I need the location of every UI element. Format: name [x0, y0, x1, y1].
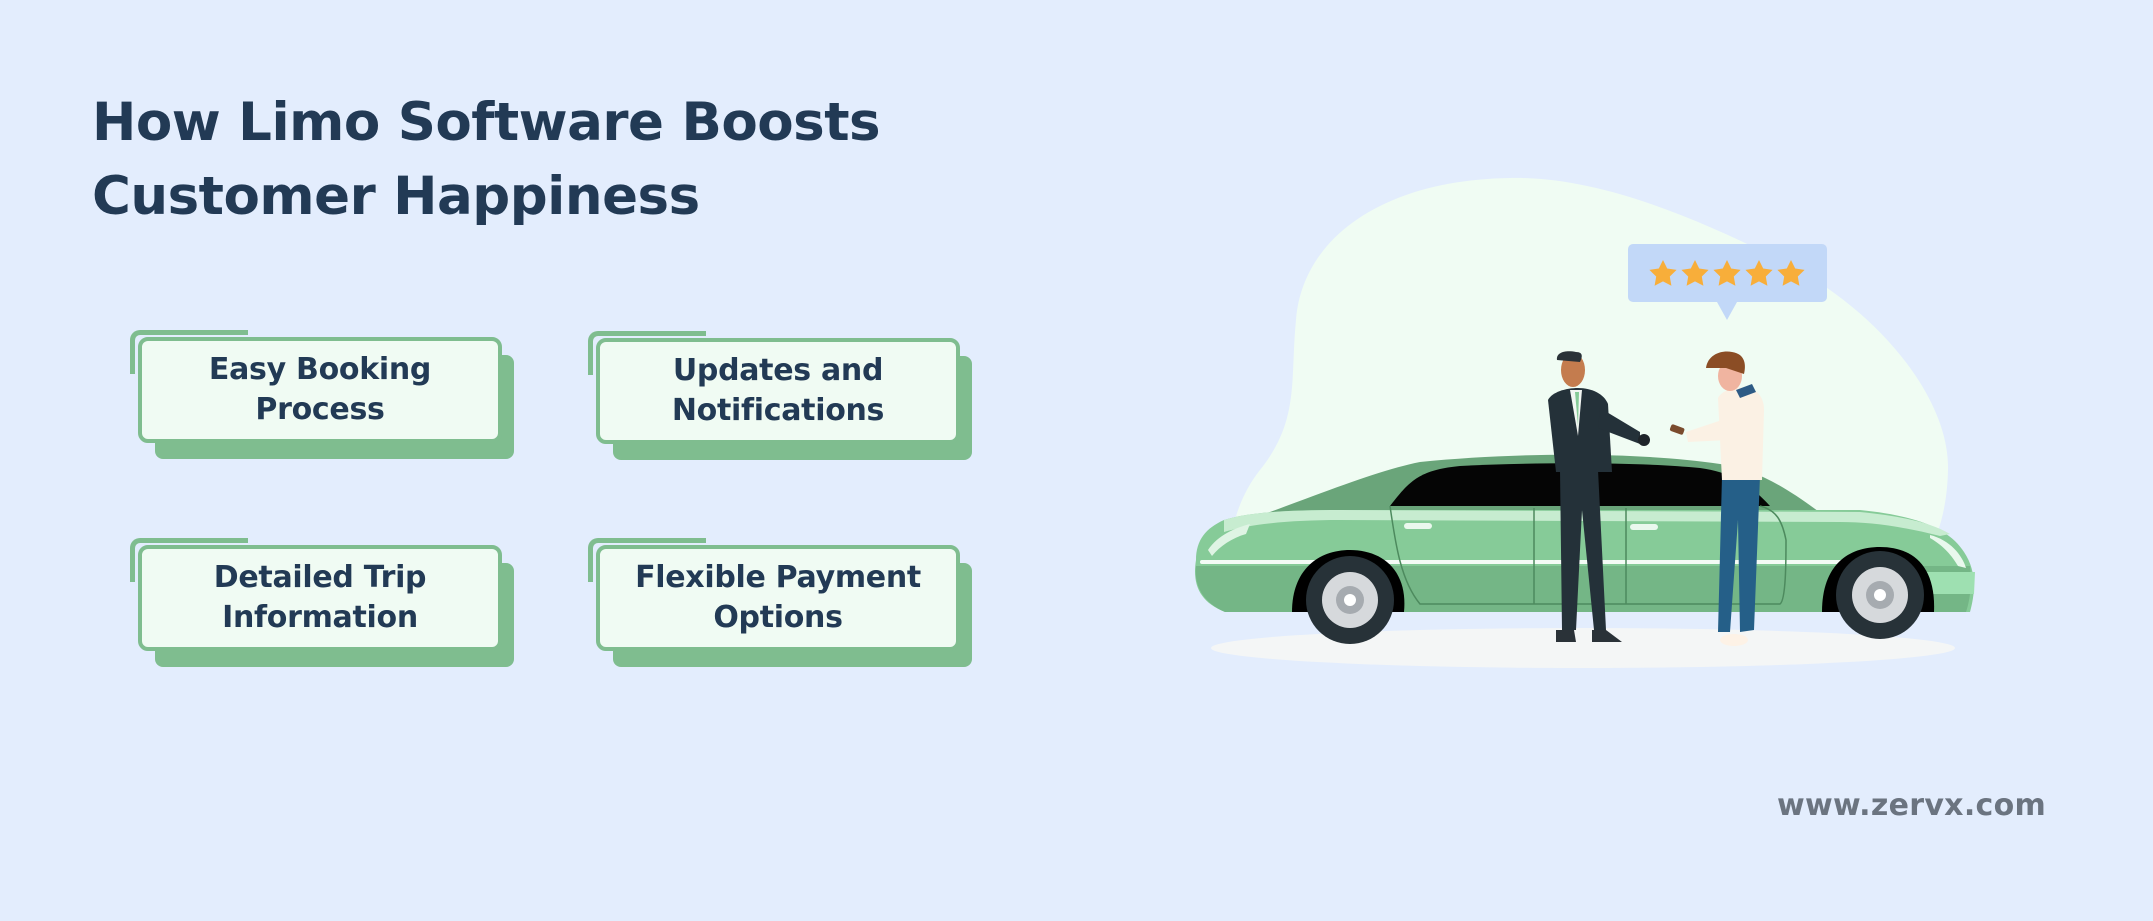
ground-shadow: [1211, 628, 1955, 668]
page-title: How Limo Software Boosts Customer Happin…: [92, 86, 881, 234]
car-taillight: [1208, 524, 1250, 556]
card-label: Detailed Trip Information: [213, 560, 427, 635]
title-line-2: Customer Happiness: [92, 166, 700, 227]
door-handle: [1404, 523, 1432, 529]
feature-card-easy-booking: Easy Booking Process: [130, 330, 514, 459]
card-accent-line: [130, 538, 248, 582]
feature-card-updates-notifications: Updates and Notifications: [588, 331, 972, 460]
card-accent-line: [130, 330, 248, 374]
card-label: Updates and Notifications: [671, 353, 885, 428]
chauffeur-figure: [1548, 351, 1650, 642]
star-icon: [1777, 260, 1805, 286]
rating-bubble: [1628, 244, 1827, 320]
passenger-figure: [1669, 351, 1764, 646]
card-face: Detailed Trip Information: [138, 545, 502, 651]
title-line-1: How Limo Software Boosts: [92, 92, 881, 153]
limousine: [1195, 454, 1975, 644]
website-url: www.zervx.com: [1777, 788, 2047, 823]
star-icon: [1745, 260, 1773, 286]
wheel-front: [1836, 551, 1924, 639]
feature-card-detailed-trip: Detailed Trip Information: [130, 538, 514, 667]
card-accent-line: [588, 538, 706, 582]
card-accent-line: [588, 331, 706, 375]
car-front-bumper: [1925, 572, 1975, 594]
star-icon: [1649, 260, 1677, 286]
card-face: Flexible Payment Options: [596, 545, 960, 651]
door-handle: [1630, 524, 1658, 530]
card-label: Easy Booking Process: [208, 352, 432, 427]
car-belt-highlight: [1224, 510, 1950, 536]
star-icon: [1681, 260, 1709, 286]
car-headlight: [1930, 535, 1966, 568]
card-label: Flexible Payment Options: [635, 560, 921, 635]
feature-card-flexible-payment: Flexible Payment Options: [588, 538, 972, 667]
car-door-lines: [1389, 505, 1787, 605]
card-face: Updates and Notifications: [596, 338, 960, 444]
wheel-rear: [1306, 556, 1394, 644]
star-icon: [1713, 260, 1741, 286]
star-rating: [1649, 260, 1805, 286]
card-face: Easy Booking Process: [138, 337, 502, 443]
